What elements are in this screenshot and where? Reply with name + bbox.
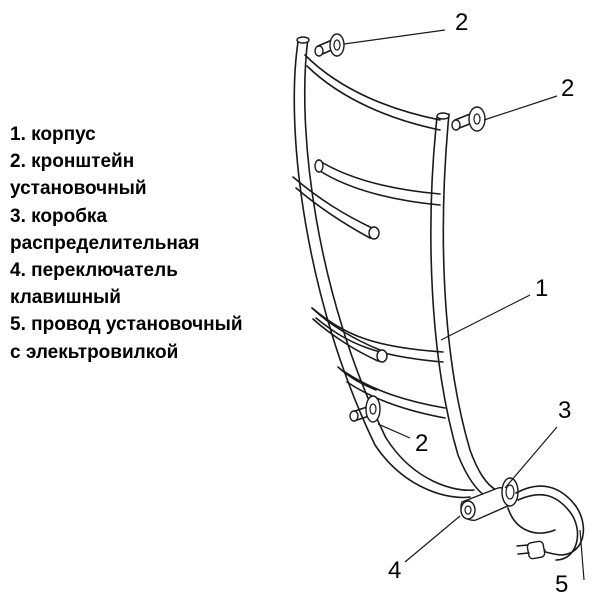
rung-5	[337, 366, 377, 391]
legend-item: 2. кронштейн	[10, 151, 135, 173]
legend-item: 4. переключатель	[10, 260, 178, 282]
right-side-rail	[430, 112, 497, 499]
lower-crossbars	[344, 371, 446, 419]
bracket-bottom	[349, 395, 381, 423]
parts-legend: 1. корпус 2. кронштейн установочный 3. к…	[10, 121, 310, 366]
legend-item: распределительная	[10, 232, 200, 254]
rung-1	[314, 159, 441, 206]
rung-2	[292, 176, 380, 240]
callout-5-cord: 5	[555, 571, 568, 598]
callout-2-top-right: 2	[561, 75, 574, 102]
legend-item: клавишный	[10, 287, 121, 309]
legend-item: 3. коробка	[10, 205, 108, 227]
rung-4	[311, 307, 388, 363]
left-side-rail	[293, 36, 475, 499]
legend-item: 5. провод установочный	[10, 314, 243, 336]
junction-box	[460, 477, 519, 521]
power-cord	[507, 485, 585, 561]
callout-2-bottom: 2	[415, 430, 428, 457]
callout-4-switch: 4	[388, 557, 401, 584]
rung-3	[311, 307, 444, 363]
bracket-top-right	[451, 106, 486, 132]
callout-2-top-left: 2	[455, 9, 468, 36]
legend-item: 1. корпус	[10, 124, 96, 145]
leader-lines	[343, 29, 585, 581]
bracket-top-left	[314, 33, 345, 57]
callout-3-junction: 3	[558, 397, 571, 424]
top-crossbar	[304, 54, 441, 131]
legend-item: установочный	[10, 178, 147, 200]
callout-1-body: 1	[535, 275, 548, 302]
legend-item: с элекьтровилкой	[10, 341, 179, 363]
